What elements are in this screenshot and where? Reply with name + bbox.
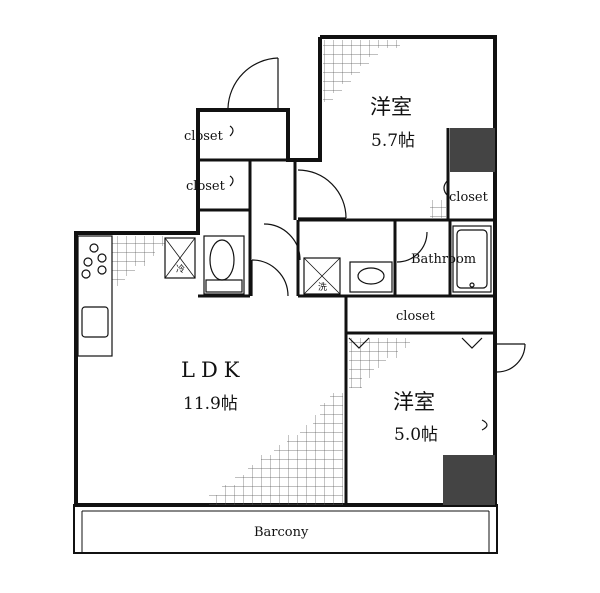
closet-upper-label: closet (184, 129, 224, 144)
washer-space: 洗 (303, 257, 341, 295)
column-upper (450, 128, 495, 172)
ldk-name: LDK (181, 358, 245, 382)
bathroom-label: Bathroom (411, 252, 476, 267)
column-lower (443, 455, 495, 505)
closet-room1-label: closet (449, 190, 489, 205)
fridge-space: 冷 (164, 237, 196, 279)
room-1-size: 5.7帖 (371, 131, 415, 151)
room-2-name: 洋室 (393, 390, 435, 414)
room-1-name: 洋室 (370, 95, 412, 119)
fridge-mark: 冷 (176, 263, 185, 275)
closet-mid-label: closet (396, 309, 436, 324)
washbasin (349, 261, 393, 293)
balcony-label: Barcony (254, 525, 309, 540)
washer-mark: 洗 (318, 281, 327, 293)
balcony (73, 504, 498, 554)
interior-walls (198, 128, 495, 505)
floor-tiles (112, 40, 446, 505)
room-2-size: 5.0帖 (394, 425, 438, 445)
doors[interactable] (227, 57, 526, 431)
toilet-fixture (203, 235, 245, 295)
ldk-size: 11.9帖 (183, 394, 238, 414)
bathtub (452, 225, 492, 293)
kitchen-counter (77, 235, 113, 357)
closet-lower-label: closet (186, 179, 226, 194)
